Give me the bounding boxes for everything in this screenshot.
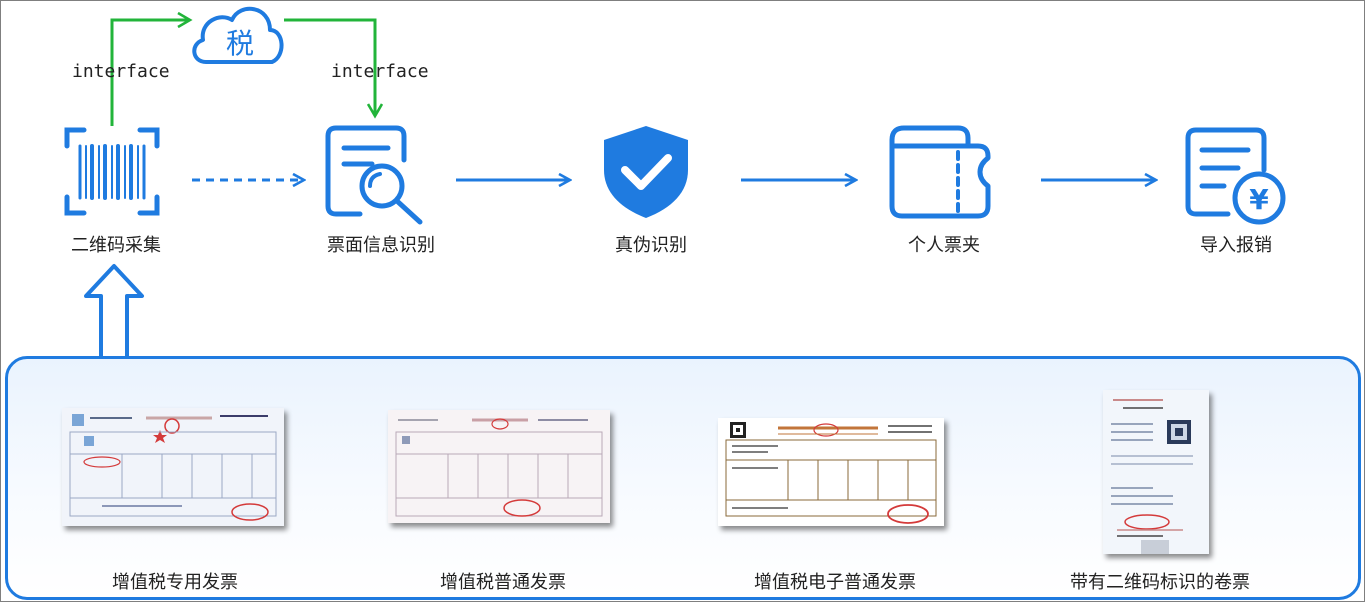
step-label-authenticity: 真伪识别: [615, 235, 687, 256]
shield-check-icon: [604, 126, 688, 218]
hollow-up-arrow: [84, 264, 144, 358]
wallet-icon: [889, 125, 991, 219]
tax-label: 税: [226, 27, 254, 60]
invoice-label-general-vat: 增值税普通发票: [440, 572, 566, 593]
tax-cloud-icon: 税: [192, 6, 284, 64]
interface-arrow-right: [284, 18, 375, 116]
flow-diagram: 税: [64, 6, 1286, 358]
document-search-icon: [325, 125, 423, 225]
barcode-scan-icon: [64, 127, 160, 216]
invoice-label-electronic-vat: 增值税电子普通发票: [754, 572, 916, 593]
interface-label-left: interface: [72, 61, 170, 82]
invoice-image-electronic-vat: [718, 418, 944, 526]
invoice-label-roll-ticket: 带有二维码标识的卷票: [1070, 572, 1250, 593]
interface-label-right: interface: [331, 61, 429, 82]
invoice-image-general-vat: [388, 410, 610, 523]
invoice-image-special-vat: [62, 408, 284, 526]
invoice-label-special-vat: 增值税专用发票: [112, 572, 238, 593]
step-label-info-recognition: 票面信息识别: [327, 235, 435, 256]
interface-arrow-left: [110, 20, 190, 126]
invoice-image-roll-ticket: [1103, 390, 1209, 554]
receipt-yen-icon: ¥: [1185, 127, 1286, 225]
step-label-import-reimburse: 导入报销: [1200, 235, 1272, 256]
step-label-qr-collect: 二维码采集: [71, 235, 161, 256]
svg-text:¥: ¥: [1249, 183, 1269, 216]
step-label-wallet: 个人票夹: [908, 235, 980, 256]
